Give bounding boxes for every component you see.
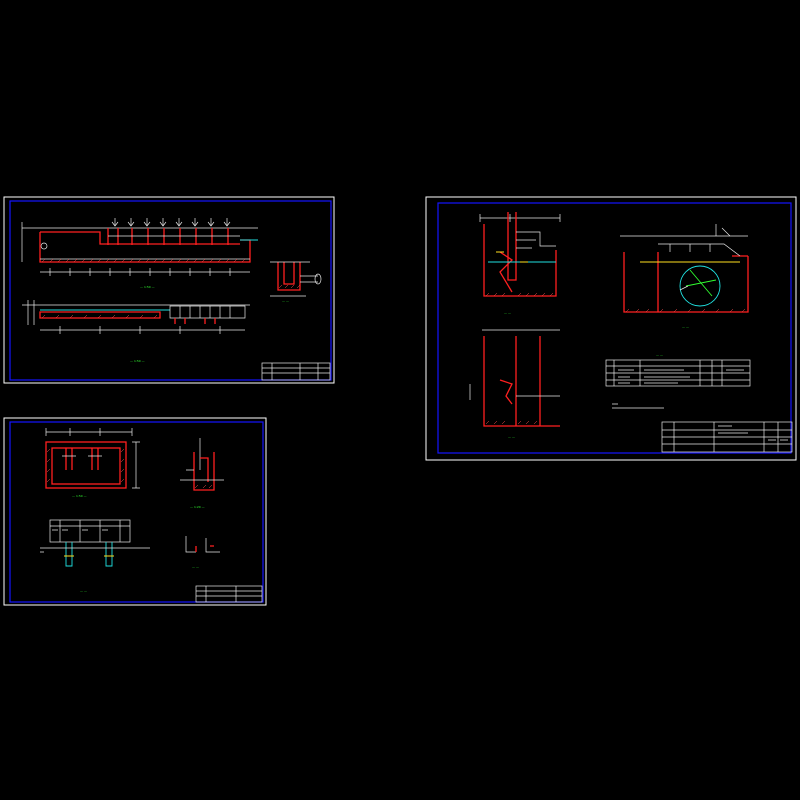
section-details: — 1:20 — — — bbox=[180, 438, 224, 569]
section-a-a: — — bbox=[479, 212, 561, 315]
title-block-sheet-1 bbox=[261, 362, 331, 381]
plan-view: — 1:50 — bbox=[45, 428, 140, 498]
drawing-sheet-3: — — — — — — — — bbox=[425, 196, 797, 461]
svg-text:— 1:50 —: — 1:50 — bbox=[72, 494, 87, 498]
svg-text:— —: — — bbox=[192, 565, 199, 569]
svg-text:— —: — — bbox=[656, 353, 663, 357]
svg-text:— —: — — bbox=[282, 299, 289, 303]
longitudinal-section-lower: — 1:50 — bbox=[22, 300, 250, 363]
title-block-sheet-2 bbox=[195, 585, 263, 603]
circular-inlet-detail: — — bbox=[620, 224, 749, 329]
longitudinal-section-upper: — 1:50 — bbox=[21, 218, 258, 289]
svg-text:— —: — — bbox=[80, 589, 87, 593]
svg-text:— —: — — bbox=[504, 311, 511, 315]
svg-text:— —: — — bbox=[682, 325, 689, 329]
drawing-sheet-2: — 1:50 — — — — 1:20 — — — bbox=[3, 417, 267, 606]
svg-text:— —: — — bbox=[508, 435, 515, 439]
cross-section-detail: — — bbox=[270, 261, 322, 303]
drawing-sheet-1: — 1:50 — — — — 1:50 — bbox=[3, 196, 335, 384]
section-b-b: — — bbox=[469, 329, 560, 439]
elevation-view: — — bbox=[40, 519, 150, 593]
material-table: — — bbox=[605, 353, 751, 387]
title-block-sheet-3 bbox=[661, 421, 793, 453]
svg-text:— 1:50 —: — 1:50 — bbox=[140, 285, 155, 289]
note-block bbox=[612, 403, 664, 409]
svg-text:— 1:50 —: — 1:50 — bbox=[130, 359, 145, 363]
svg-text:— 1:20 —: — 1:20 — bbox=[190, 505, 205, 509]
